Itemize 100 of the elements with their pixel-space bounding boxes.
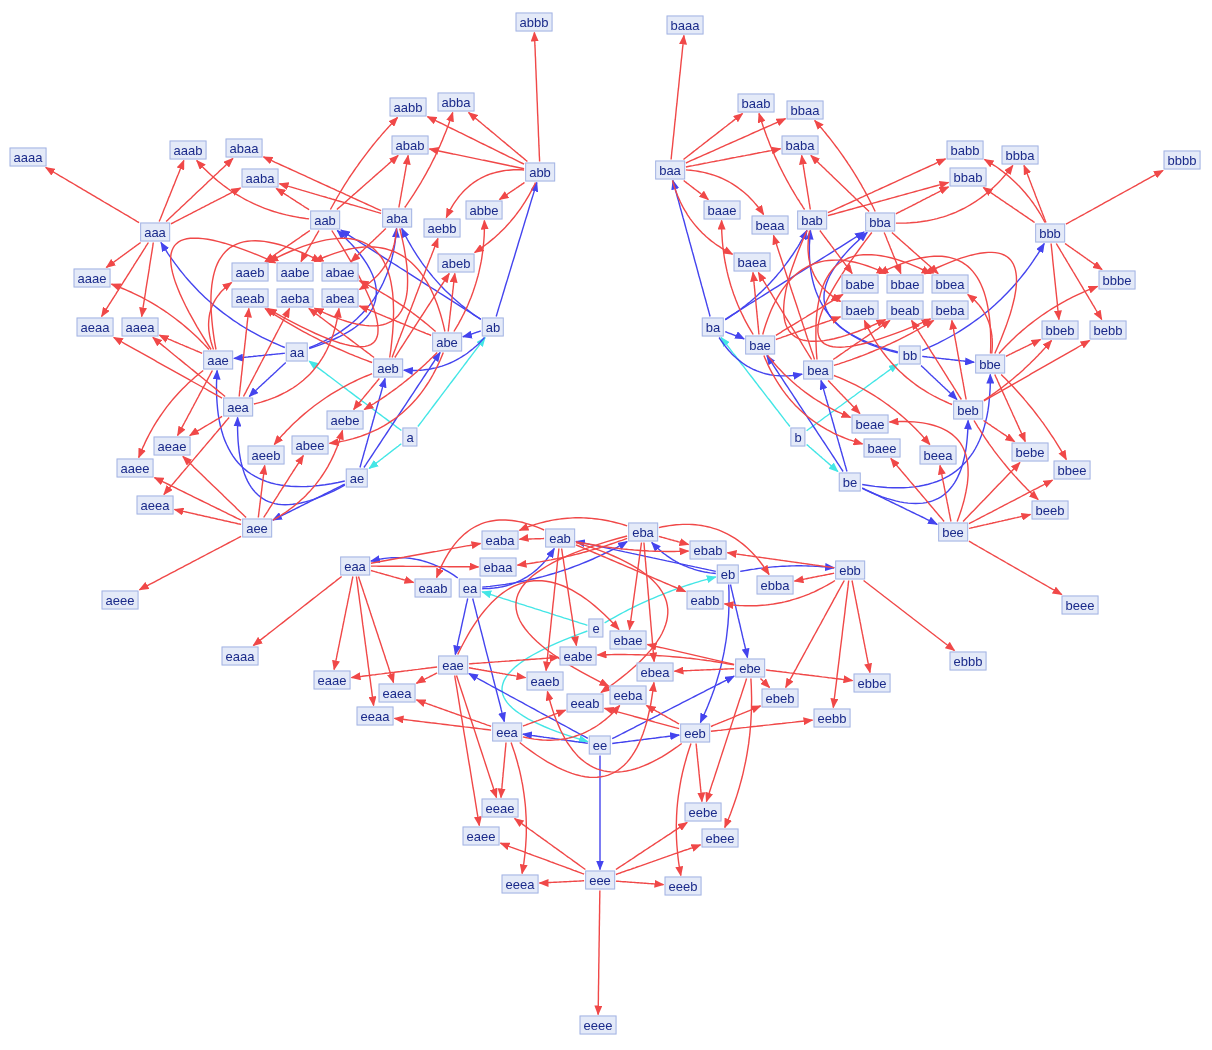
- string-node: ebab: [689, 540, 727, 560]
- string-node: ebea: [636, 662, 674, 682]
- arrow: [766, 354, 844, 473]
- arrow: [673, 666, 735, 675]
- string-node: eaa: [340, 556, 370, 576]
- arrow: [242, 307, 291, 398]
- arrow: [415, 699, 492, 728]
- arrow: [699, 583, 730, 724]
- string-node: eb: [716, 564, 740, 584]
- arrow: [724, 231, 865, 320]
- arrow: [447, 272, 458, 333]
- arrow: [357, 575, 395, 684]
- arrow: [759, 677, 771, 689]
- arrow: [810, 154, 870, 213]
- arrow: [695, 742, 706, 803]
- arrow: [170, 237, 277, 351]
- string-node: bbbe: [1098, 270, 1136, 290]
- string-node: bbee: [1053, 460, 1091, 480]
- arrow: [710, 705, 762, 728]
- arrow: [182, 455, 247, 519]
- arrow: [468, 672, 589, 739]
- arrow: [615, 879, 665, 888]
- arrow: [594, 889, 603, 1016]
- arrow: [861, 487, 938, 525]
- arrow: [823, 231, 899, 353]
- arrow: [651, 541, 717, 575]
- arrow: [308, 229, 377, 350]
- arrow: [495, 181, 539, 318]
- arrow: [530, 31, 541, 163]
- arrow: [890, 457, 945, 523]
- arrow: [863, 319, 953, 406]
- string-node: bee: [938, 522, 968, 542]
- arrow: [775, 293, 844, 336]
- string-node: abaa: [225, 138, 263, 158]
- arrow: [481, 590, 589, 626]
- string-node: ebe: [735, 658, 765, 678]
- string-node: ba: [701, 317, 725, 337]
- arrow: [983, 158, 1046, 224]
- arrow: [767, 354, 852, 419]
- string-node: abbe: [465, 200, 503, 220]
- string-node: baaa: [666, 15, 704, 35]
- string-node: eaae: [313, 670, 351, 690]
- arrow: [454, 674, 482, 827]
- arrow: [861, 373, 995, 489]
- arrow: [983, 339, 1053, 401]
- string-node: abbb: [515, 12, 553, 32]
- string-node: baea: [733, 252, 771, 272]
- arrow: [212, 369, 346, 488]
- arrow: [252, 575, 343, 647]
- arrow: [968, 540, 1063, 596]
- arrow: [363, 351, 438, 411]
- string-node: abee: [291, 435, 329, 455]
- arrow: [1065, 169, 1164, 225]
- arrow: [417, 336, 486, 428]
- arrow: [522, 709, 567, 727]
- string-node: abeb: [437, 253, 475, 273]
- string-node: bba: [865, 212, 895, 232]
- arrow: [232, 352, 286, 362]
- string-node: aab: [310, 210, 340, 230]
- string-node: ebaa: [479, 557, 517, 577]
- string-node: bbaa: [786, 100, 824, 120]
- string-node: beba: [931, 300, 969, 320]
- string-node: bae: [745, 335, 775, 355]
- arrow: [807, 229, 842, 303]
- arrow: [253, 307, 342, 405]
- string-node: e: [588, 618, 604, 638]
- arrow: [643, 541, 658, 663]
- arrow: [575, 544, 687, 593]
- arrow: [152, 336, 226, 398]
- arrow: [685, 169, 765, 216]
- arrow: [402, 336, 486, 375]
- string-node: eeea: [501, 874, 539, 894]
- arrow: [393, 715, 492, 731]
- string-node: eaeb: [526, 671, 564, 691]
- arrow: [499, 842, 585, 875]
- arrow: [723, 579, 836, 610]
- arrow: [1055, 242, 1103, 321]
- string-node: ebbb: [949, 651, 987, 671]
- arrow: [982, 186, 1036, 224]
- arrow: [832, 319, 891, 361]
- arrow: [543, 547, 560, 672]
- arrow: [827, 180, 950, 217]
- arrow: [513, 817, 587, 871]
- string-node: aeea: [136, 495, 174, 515]
- arrow: [682, 112, 744, 161]
- arrow: [538, 879, 585, 887]
- arrow: [710, 717, 814, 732]
- arrow: [313, 227, 409, 327]
- arrow: [763, 354, 864, 446]
- string-node: baa: [655, 160, 685, 180]
- arrow: [805, 443, 839, 473]
- string-node: abae: [321, 262, 359, 282]
- arrow: [671, 179, 734, 255]
- arrow: [370, 562, 480, 571]
- string-node: aba: [382, 208, 412, 228]
- string-node: beb: [953, 400, 983, 420]
- arrow: [851, 579, 872, 674]
- arrow: [264, 307, 373, 364]
- string-node: aaeb: [231, 262, 269, 282]
- string-node: be: [838, 472, 862, 492]
